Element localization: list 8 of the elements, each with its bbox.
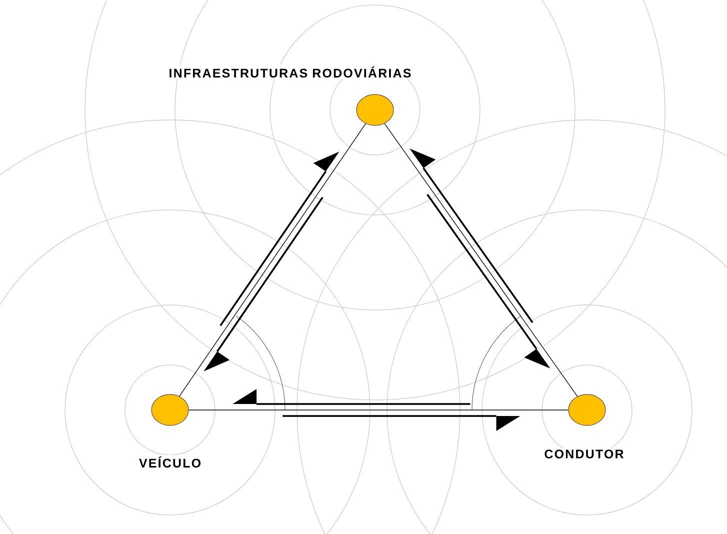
connector-line — [179, 123, 366, 397]
vertex-circle — [356, 94, 394, 126]
vertex-circle — [151, 394, 189, 426]
vertex-label: INFRAESTRUTURAS RODOVIÁRIAS — [167, 64, 413, 80]
connector-line — [384, 123, 578, 397]
vertex-circle — [568, 394, 606, 426]
vertex-label: CONDUTOR — [542, 448, 626, 460]
vertex-label: VEÍCULO — [137, 454, 203, 470]
